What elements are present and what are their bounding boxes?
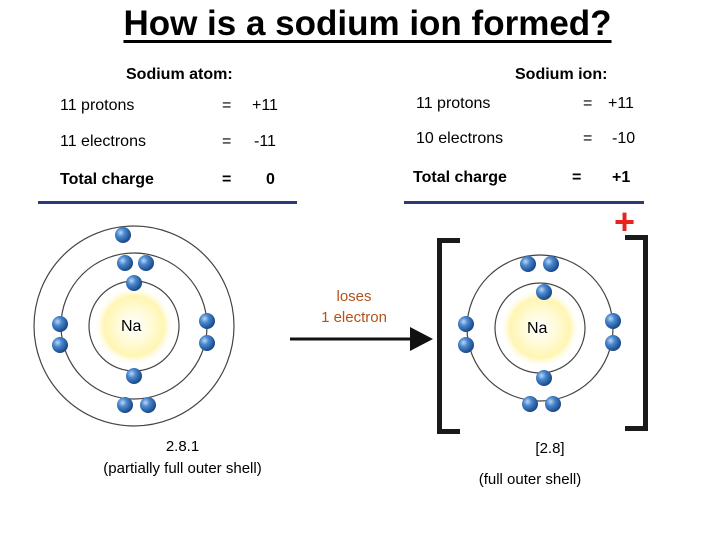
ion-electron [522, 396, 538, 412]
atom-electron [52, 337, 68, 353]
arrow-label-line2: 1 electron [321, 309, 387, 326]
atom-divider [38, 201, 297, 204]
arrow-label-line1: loses [336, 288, 372, 305]
atom-electrons-label: 11 electrons [60, 133, 146, 150]
page-title: How is a sodium ion formed? [123, 4, 612, 43]
ion-charge-value: +1 [612, 169, 631, 186]
ion-divider [404, 201, 644, 204]
ion-electron [605, 335, 621, 351]
atom-electron [126, 275, 142, 291]
ion-electron [458, 337, 474, 353]
atom-protons-value: +11 [252, 97, 278, 114]
ion-charge-eq: = [572, 169, 582, 186]
ion-protons-value: +11 [608, 95, 634, 112]
ion-electrons-eq: = [583, 130, 593, 147]
ion-electrons-label: 10 electrons [416, 130, 504, 147]
ion-electron [536, 370, 552, 386]
atom-protons-eq: = [222, 97, 232, 114]
sodium-atom-diagram [33, 225, 235, 427]
atom-electron [199, 313, 215, 329]
ion-electron [520, 256, 536, 272]
atom-electron-outer [115, 227, 131, 243]
atom-electron [126, 368, 142, 384]
ion-electron [545, 396, 561, 412]
ion-protons-label: 11 protons [416, 95, 491, 112]
ion-shell-note: (full outer shell) [478, 471, 582, 488]
right-bracket [625, 235, 648, 431]
atom-electron [117, 255, 133, 271]
atom-electron [52, 316, 68, 332]
ion-charge-label: Total charge [413, 169, 507, 186]
ion-electrons-value: -10 [612, 130, 636, 147]
loses-electron-arrow [290, 327, 433, 351]
ion-heading: Sodium ion: [515, 66, 608, 83]
arrow-label: loses 1 electron [304, 286, 404, 328]
atom-heading: Sodium atom: [126, 66, 233, 83]
atom-charge-label: Total charge [60, 171, 154, 188]
atom-configuration: 2.8.1 [165, 438, 200, 455]
ion-electron [458, 316, 474, 332]
left-bracket [437, 238, 460, 434]
atom-electron [199, 335, 215, 351]
ion-nucleus [500, 288, 580, 368]
atom-electrons-value: -11 [254, 133, 276, 150]
atom-charge-value: 0 [266, 171, 275, 188]
sodium-ion-diagram [458, 254, 621, 412]
ion-electron [543, 256, 559, 272]
ion-electron [536, 284, 552, 300]
ion-nucleus-label: Na [527, 320, 548, 337]
ion-protons-eq: = [583, 95, 593, 112]
atom-shell-3 [33, 225, 235, 427]
atom-shell-note: (partially full outer shell) [103, 460, 262, 477]
atom-nucleus-label: Na [121, 318, 142, 335]
atom-charge-eq: = [222, 171, 232, 188]
atom-electron [138, 255, 154, 271]
atom-electrons-eq: = [222, 133, 232, 150]
ion-configuration: [2.8] [535, 440, 565, 457]
atom-electron [117, 397, 133, 413]
atom-protons-label: 11 protons [60, 97, 135, 114]
atom-electron [140, 397, 156, 413]
ion-charge-symbol: + [614, 201, 636, 242]
atom-nucleus [94, 286, 174, 366]
ion-electron [605, 313, 621, 329]
